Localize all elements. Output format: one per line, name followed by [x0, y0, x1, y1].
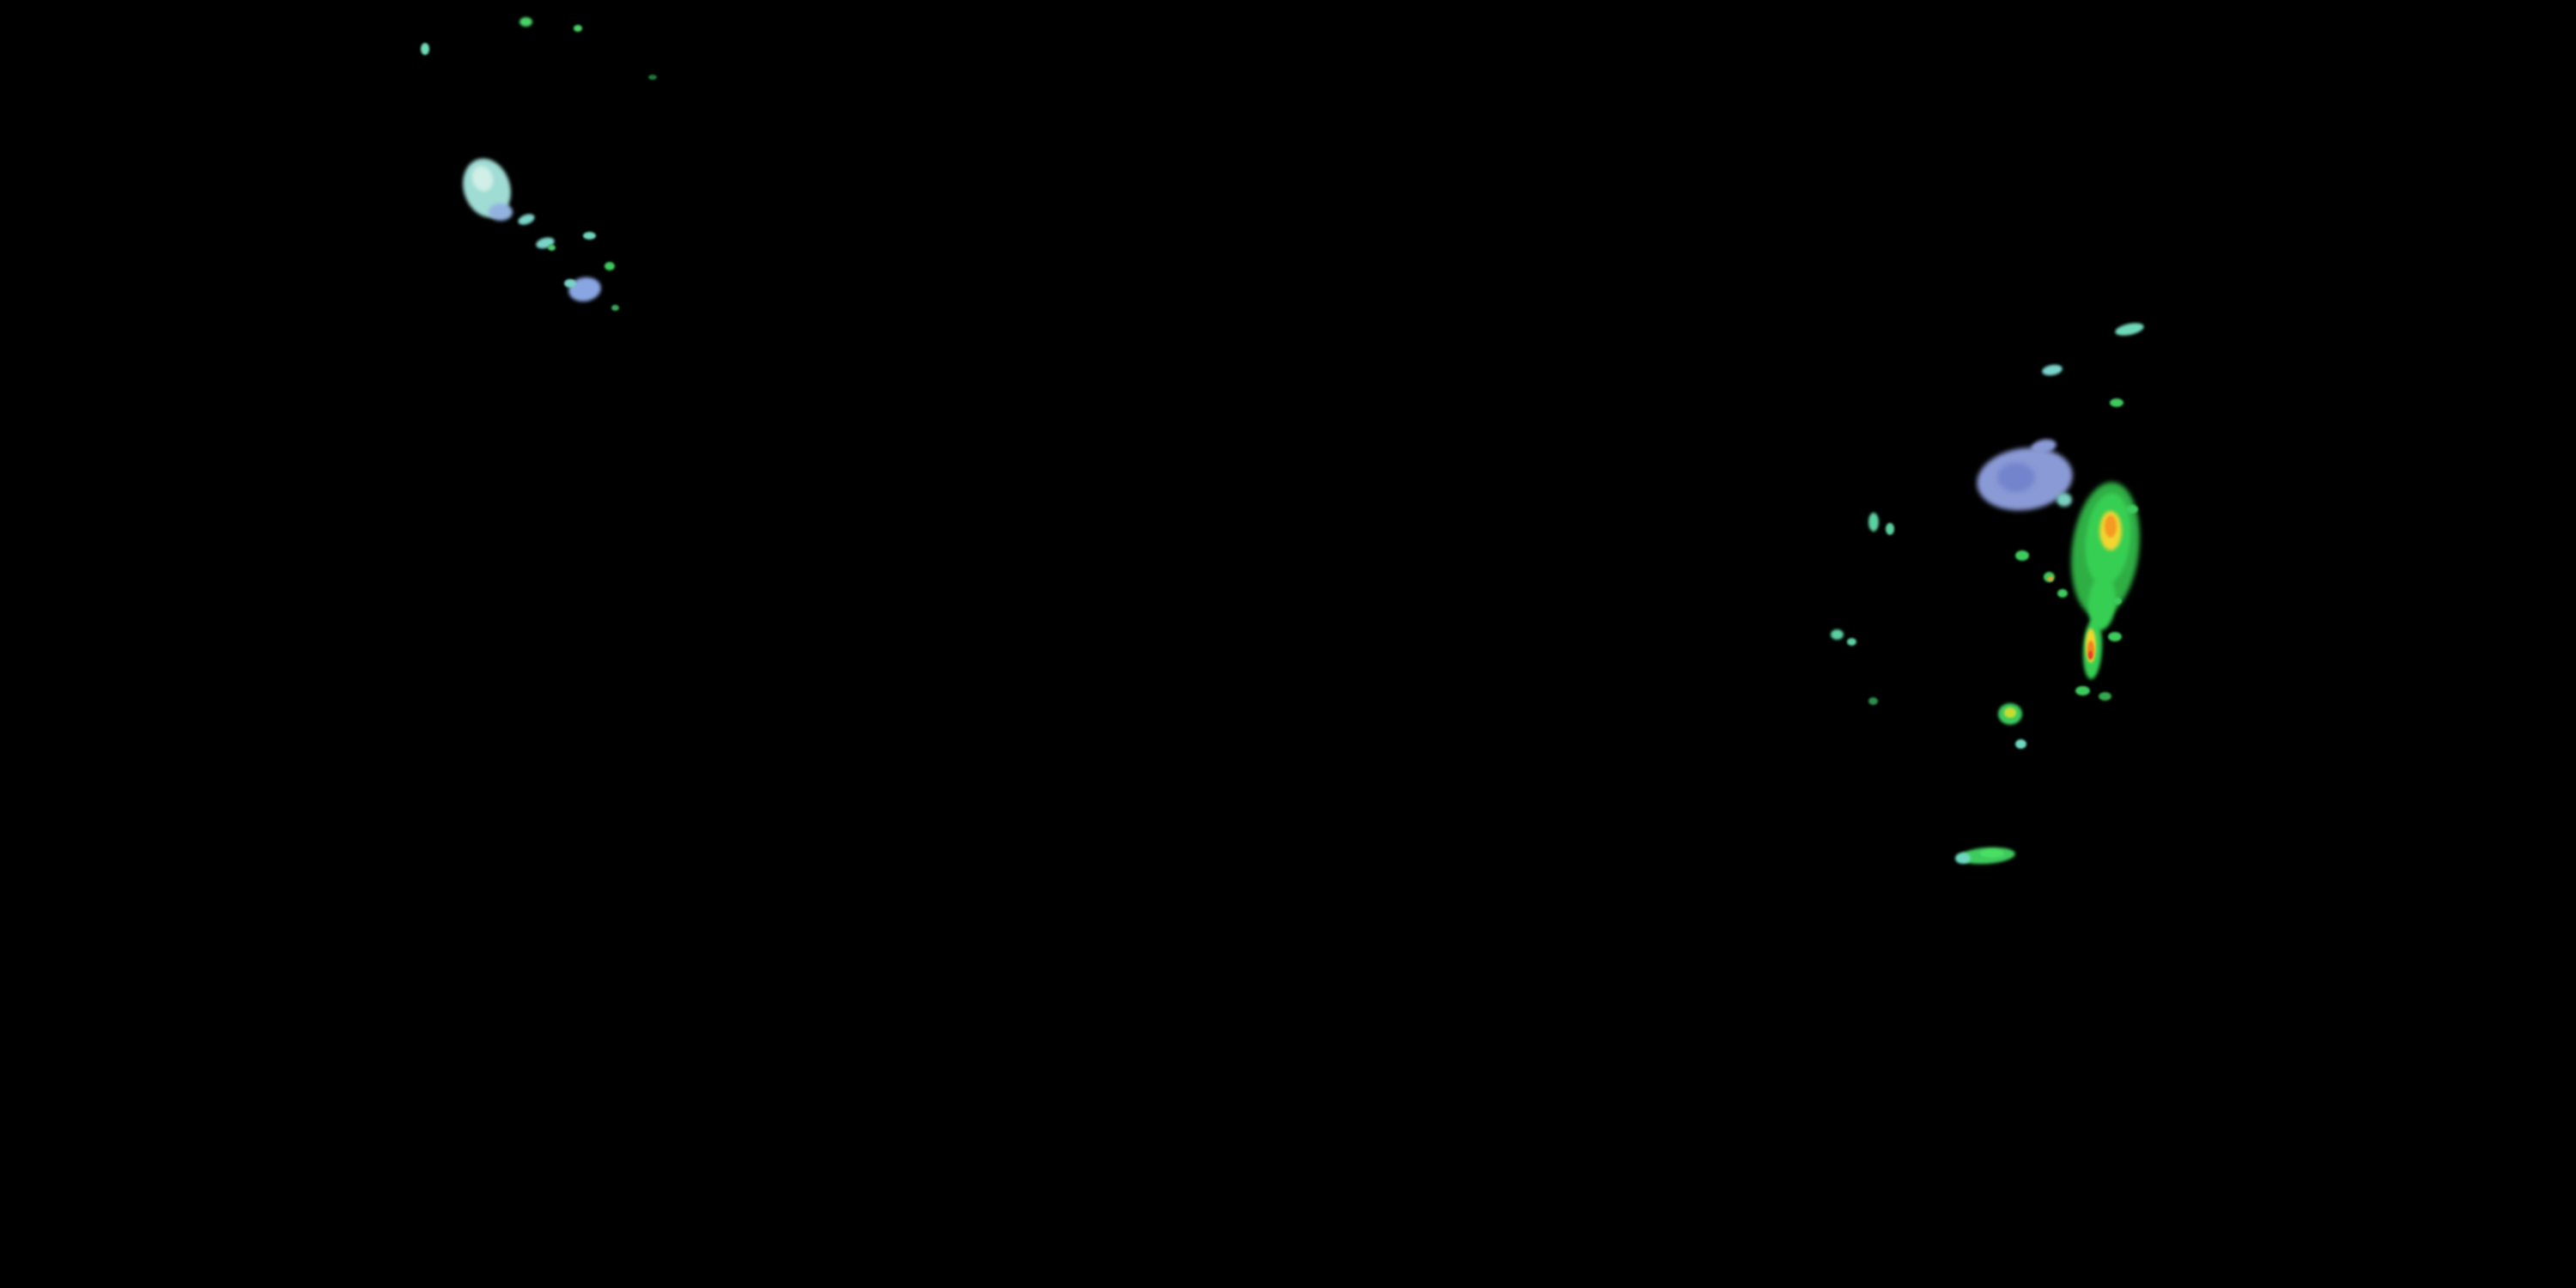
radar-echo [1997, 463, 2035, 492]
radar-echo [1846, 637, 1856, 646]
radar-echo [2114, 320, 2145, 337]
radar-echo [1955, 852, 1971, 864]
radar-echo [421, 43, 429, 55]
radar-echo [2057, 493, 2072, 507]
radar-echo [2110, 398, 2123, 407]
radar-echo [611, 304, 619, 311]
radar-echo [648, 75, 657, 80]
radar-echo [582, 231, 596, 240]
radar-echo [2113, 598, 2122, 605]
radar-echo [2087, 641, 2094, 659]
radar-echo [519, 16, 532, 27]
radar-echo [547, 244, 556, 251]
radar-echo [1980, 849, 2004, 858]
radar-echo [574, 25, 582, 32]
radar-echo [1886, 523, 1894, 535]
radar-echo [2057, 589, 2068, 598]
radar-echo [564, 279, 576, 288]
radar-echo [2075, 685, 2090, 696]
radar-echo [2041, 363, 2063, 377]
radar-echo [1830, 629, 1844, 640]
radar-echo [2108, 631, 2122, 641]
radar-echo [1868, 513, 1879, 532]
radar-echo [2004, 708, 2016, 718]
radar-echo [2015, 550, 2029, 561]
radar-echo [2105, 515, 2117, 538]
radar-echo [2126, 505, 2138, 513]
radar-echo [2087, 651, 2093, 659]
radar-echo [605, 262, 615, 270]
radar-echo [2048, 576, 2053, 581]
radar-echo [489, 204, 513, 221]
radar-echo [1868, 696, 1878, 705]
radar-echo [2014, 738, 2026, 749]
radar-echo [516, 211, 537, 227]
radar-echo [2098, 692, 2111, 701]
